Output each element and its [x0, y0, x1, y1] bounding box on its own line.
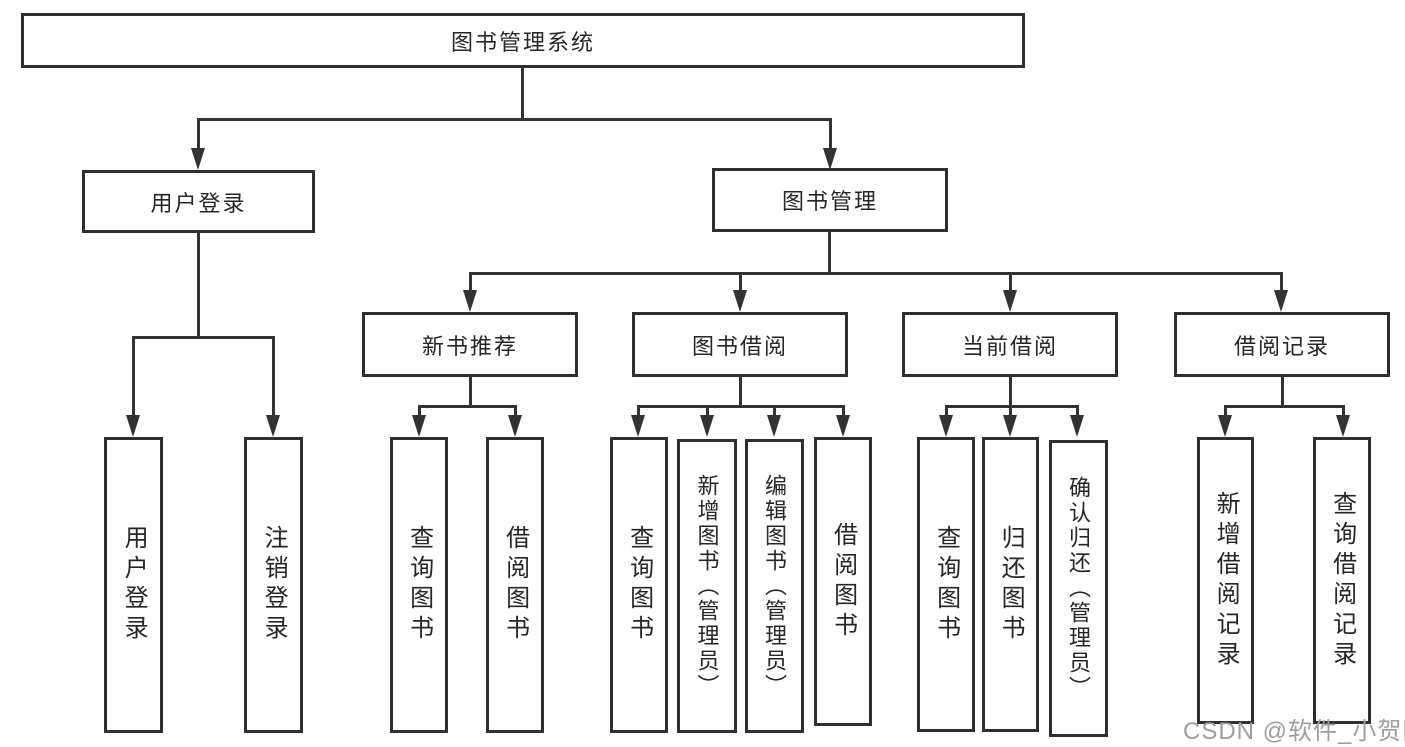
leaf-user-login-label: 用户登录 [120, 525, 148, 645]
arrowhead-down-icon [1274, 290, 1288, 312]
leaf-query-borrow-record-label: 查询借阅记录 [1328, 490, 1356, 671]
arrowhead-down-icon [1003, 290, 1017, 312]
arrowhead-down-icon [1003, 415, 1017, 437]
connector-line [636, 405, 640, 419]
leaf-borrow-books-label: 借阅图书 [829, 521, 857, 642]
arrowhead-down-icon [266, 415, 280, 437]
node-book-management: 图书管理 [712, 168, 948, 232]
leaf-add-borrow-record: 新增借阅记录 [1197, 437, 1254, 724]
connector-line [1280, 377, 1284, 408]
node-new-book-recommend: 新书推荐 [362, 312, 578, 377]
node-system-root-label: 图书管理系统 [450, 29, 595, 55]
leaf-borrow-books: 借阅图书 [814, 437, 872, 726]
connector-line [1223, 405, 1227, 419]
leaf-confirm-return-admin-label: 确认归还（管理员） [1066, 476, 1092, 701]
node-current-borrowing: 当前借阅 [902, 312, 1118, 377]
connector-line [1008, 377, 1012, 408]
node-system-root: 图书管理系统 [21, 13, 1025, 68]
connector-line [1223, 405, 1345, 408]
connector-line [1075, 405, 1079, 419]
arrowhead-down-icon [463, 290, 477, 312]
leaf-query-books-recommend-label: 查询图书 [405, 525, 433, 645]
node-book-borrowing: 图书借阅 [632, 312, 848, 377]
watermark: CSDN @软件_小贺同学 [1183, 718, 1405, 745]
arrowhead-down-icon [412, 415, 426, 437]
leaf-query-books-current-label: 查询图书 [932, 524, 960, 645]
connector-line [944, 405, 1079, 408]
connector-line [417, 405, 421, 419]
node-user-login: 用户登录 [82, 170, 315, 233]
leaf-query-borrow-record: 查询借阅记录 [1313, 437, 1371, 724]
arrowhead-down-icon [191, 148, 205, 170]
leaf-user-login: 用户登录 [104, 437, 163, 733]
arrowhead-down-icon [1336, 415, 1350, 437]
leaf-edit-book-admin: 编辑图书（管理员） [745, 439, 804, 733]
leaf-borrow-books-recommend: 借阅图书 [486, 437, 544, 733]
connector-line [196, 118, 832, 121]
connector-line [271, 336, 275, 419]
connector-line [1008, 272, 1012, 294]
arrowhead-down-icon [631, 415, 645, 437]
leaf-borrow-books-recommend-label: 借阅图书 [501, 525, 529, 645]
leaf-query-books-recommend: 查询图书 [390, 437, 448, 733]
node-new-book-recommend-label: 新书推荐 [421, 333, 518, 359]
connector-line [1341, 405, 1345, 419]
leaf-logout: 注销登录 [244, 437, 303, 733]
arrowhead-down-icon [126, 415, 140, 437]
connector-line [1279, 272, 1283, 294]
connector-line [520, 68, 524, 121]
leaf-add-borrow-record-label: 新增借阅记录 [1212, 490, 1240, 671]
connector-line [468, 272, 1283, 275]
connector-line [196, 118, 200, 152]
connector-line [738, 377, 742, 408]
node-borrowing-records: 借阅记录 [1174, 312, 1390, 377]
connector-line [468, 377, 472, 408]
leaf-query-books-borrow: 查询图书 [610, 437, 668, 733]
node-borrowing-records-label: 借阅记录 [1233, 333, 1330, 359]
connector-line [827, 232, 831, 275]
node-book-management-label: 图书管理 [781, 189, 878, 214]
connector-line [468, 272, 472, 294]
connector-line [417, 405, 517, 408]
leaf-edit-book-admin-label: 编辑图书（管理员） [762, 473, 788, 699]
connector-line [196, 233, 200, 339]
arrowhead-down-icon [733, 290, 747, 312]
arrowhead-down-icon [1070, 415, 1084, 437]
arrowhead-down-icon [767, 415, 781, 437]
arrowhead-down-icon [700, 415, 714, 437]
arrowhead-down-icon [508, 415, 522, 437]
connector-line [131, 336, 275, 339]
connector-line [944, 405, 948, 419]
connector-line [705, 405, 709, 419]
connector-line [738, 272, 742, 294]
node-current-borrowing-label: 当前借阅 [961, 333, 1058, 359]
leaf-confirm-return-admin: 确认归还（管理员） [1049, 440, 1108, 737]
connector-line [841, 405, 845, 419]
connector-line [636, 405, 845, 408]
arrowhead-down-icon [1218, 415, 1232, 437]
connector-line [513, 405, 517, 419]
connector-line [131, 336, 135, 419]
arrowhead-down-icon [823, 148, 837, 170]
arrowhead-down-icon [939, 415, 953, 437]
connector-line [1008, 405, 1012, 419]
leaf-query-books-borrow-label: 查询图书 [625, 525, 653, 645]
leaf-logout-label: 注销登录 [260, 525, 288, 645]
leaf-return-book-label: 归还图书 [997, 524, 1025, 645]
leaf-add-book-admin-label: 新增图书（管理员） [694, 473, 720, 699]
leaf-add-book-admin: 新增图书（管理员） [677, 439, 737, 733]
leaf-query-books-current: 查询图书 [917, 437, 975, 732]
leaf-return-book: 归还图书 [982, 437, 1039, 732]
arrowhead-down-icon [836, 415, 850, 437]
node-user-login-label: 用户登录 [150, 190, 247, 216]
connector-line [828, 118, 832, 152]
node-book-borrowing-label: 图书借阅 [691, 333, 788, 359]
connector-line [772, 405, 776, 419]
